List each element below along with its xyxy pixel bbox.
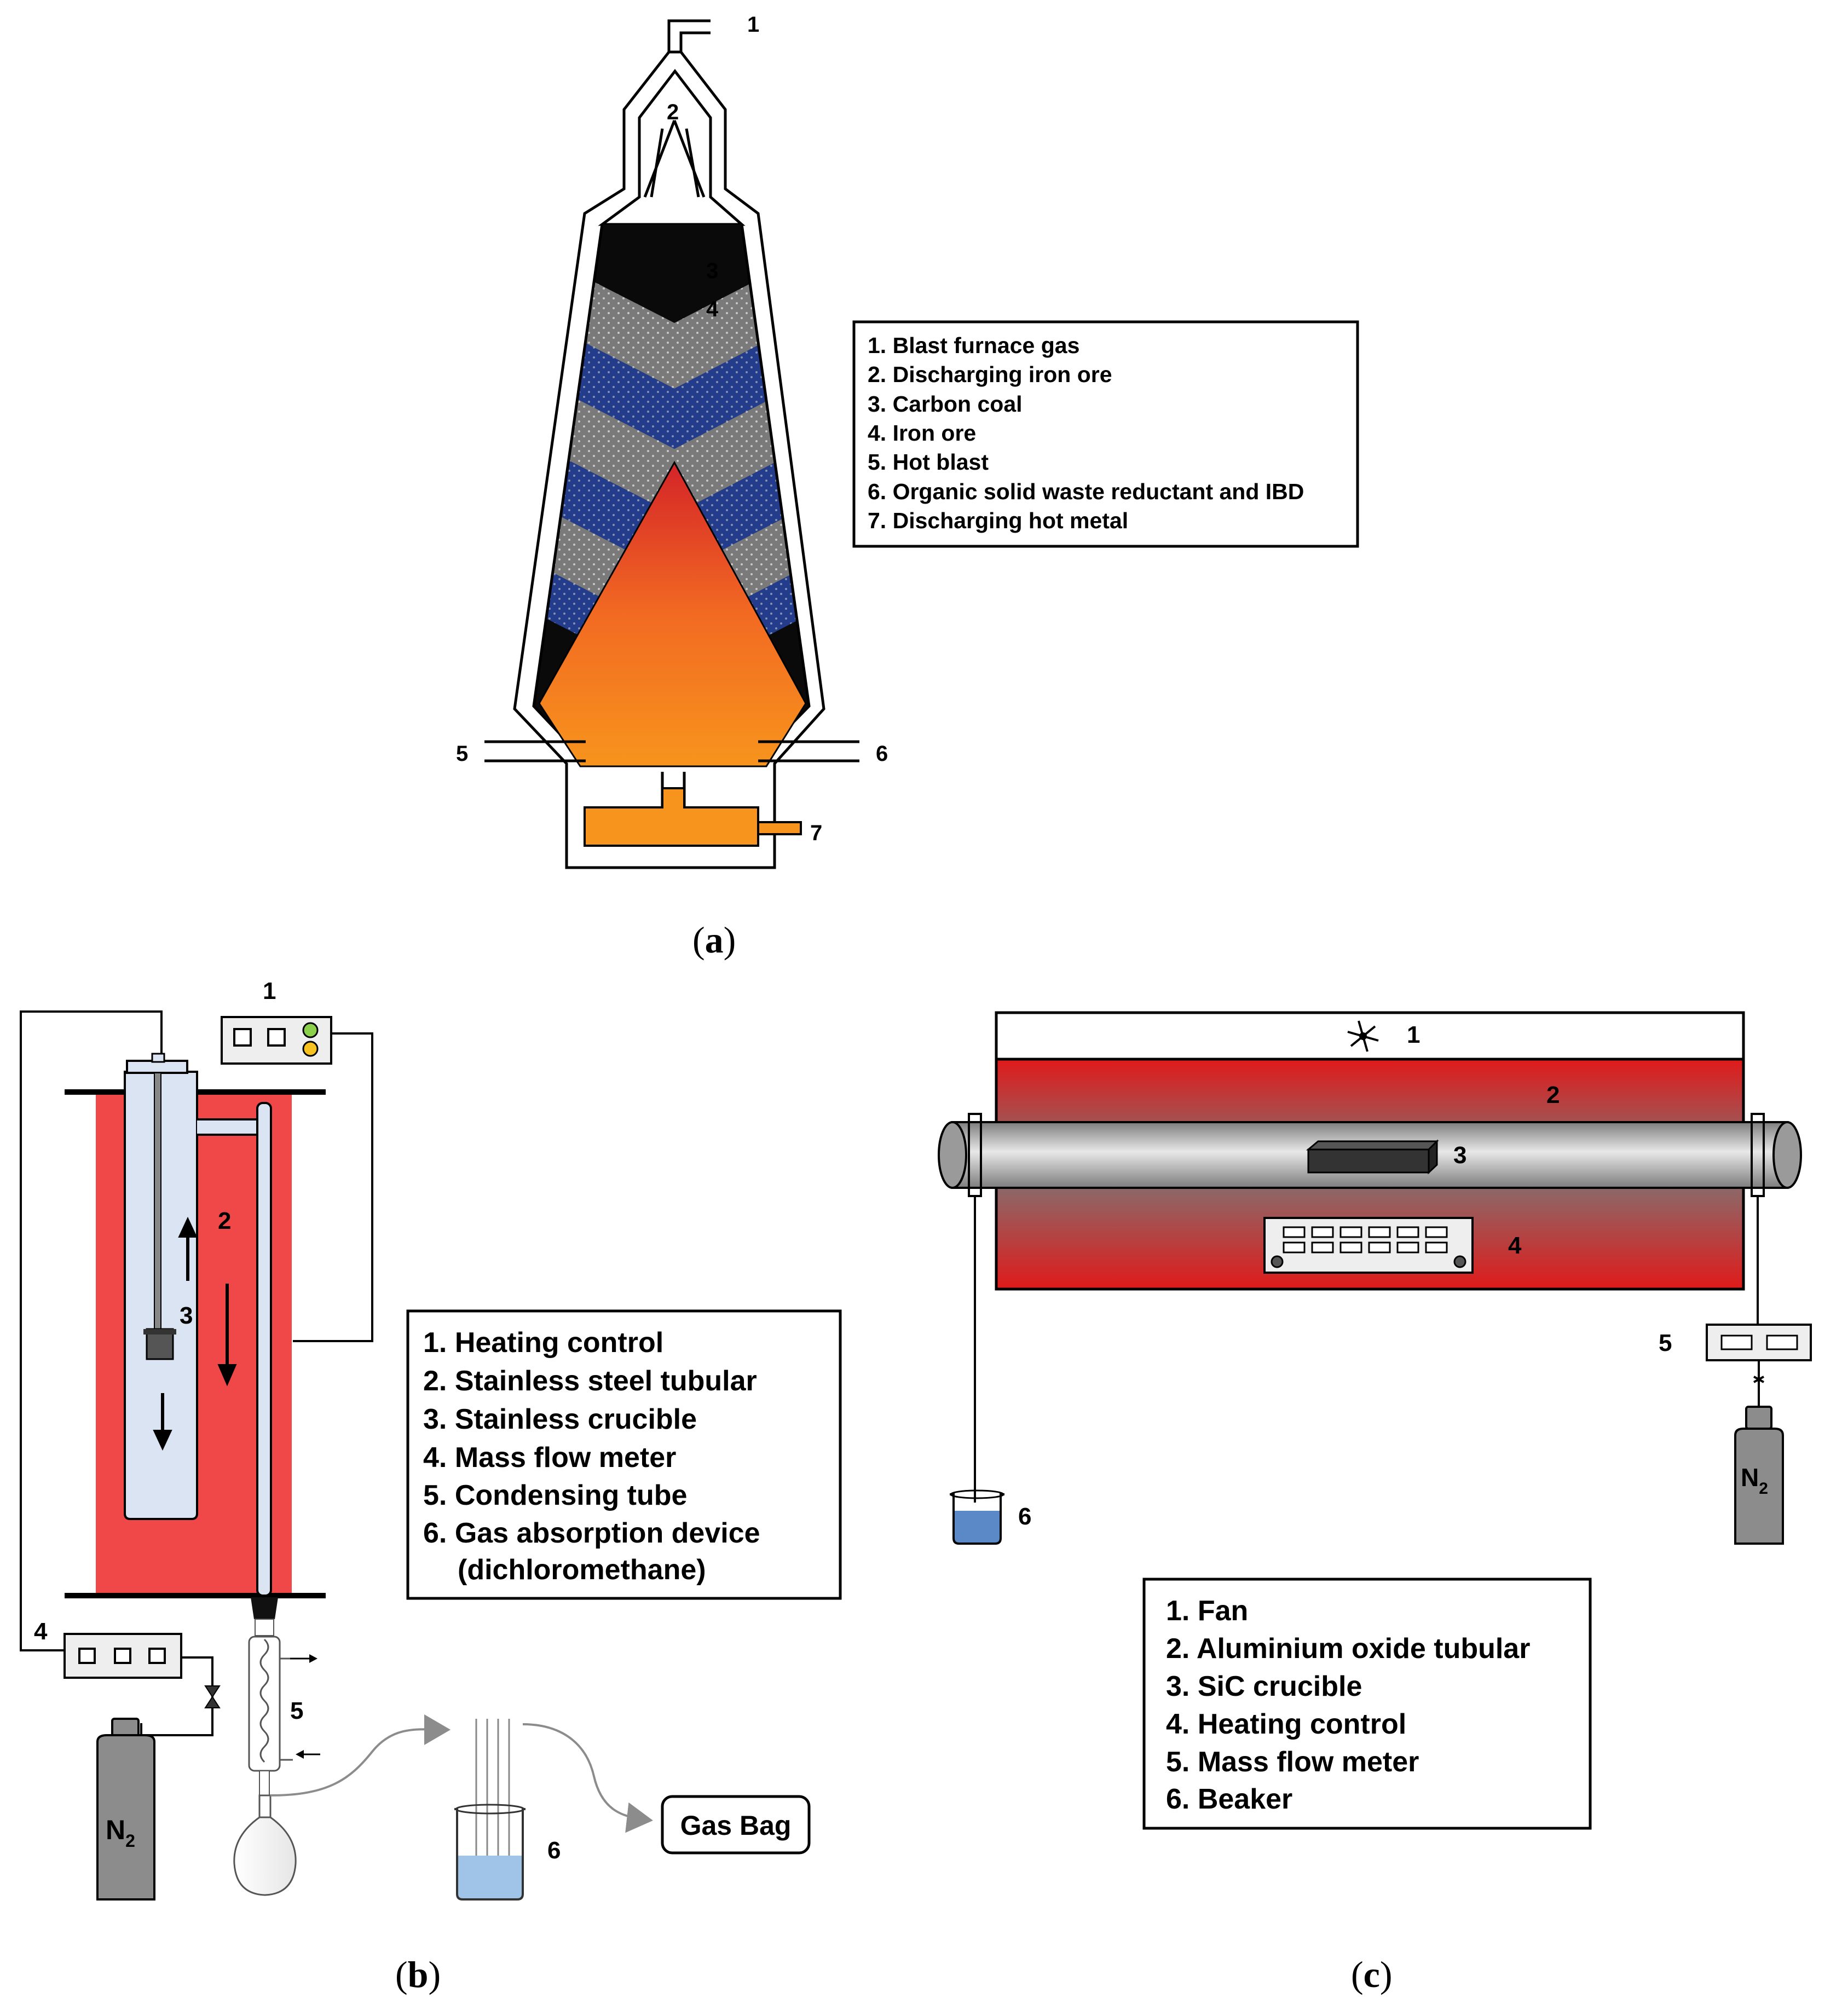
callout-c-1: 1	[1407, 1021, 1420, 1048]
callout-b-2: 2	[218, 1208, 231, 1234]
aluminium-oxide-tube	[938, 1113, 1802, 1197]
gas-line-to-bag	[522, 1723, 653, 1833]
caption-a: (a)	[692, 919, 736, 961]
fan-housing	[995, 1011, 1745, 1061]
legend-b-item-6: 6. Gas absorption device	[423, 1517, 760, 1549]
legend-b: 1. Heating control 2. Stainless steel tu…	[406, 1309, 842, 1600]
caption-c: (c)	[1351, 1954, 1393, 1995]
flame-zone	[538, 460, 807, 767]
legend-a-item-3: 3. Carbon coal	[868, 391, 1023, 417]
heating-control-panel	[1263, 1217, 1474, 1274]
callout-c-6: 6	[1018, 1503, 1031, 1530]
valve-c	[1753, 1376, 1764, 1383]
n2-label-c: N2	[1741, 1463, 1768, 1498]
panel-a: 1 2 3 4 5 6 7 1. Blast furnace gas 2. Di…	[456, 13, 1359, 961]
legend-c: 1. Fan 2. Aluminium oxide tubular 3. SiC…	[1142, 1578, 1592, 1830]
needle-valve	[204, 1685, 221, 1708]
legend-c-item-5: 5. Mass flow meter	[1166, 1746, 1419, 1778]
callout-a-4: 4	[706, 297, 719, 321]
condensing-tube	[248, 1619, 320, 1796]
hot-metal-hearth	[584, 787, 759, 847]
callout-a-6: 6	[876, 742, 888, 766]
receiving-flask	[233, 1794, 297, 1896]
callout-b-6: 6	[547, 1837, 561, 1864]
legend-a-item-4: 4. Iron ore	[868, 420, 976, 446]
legend-b-item-2: 2. Stainless steel tubular	[423, 1365, 757, 1397]
callout-b-1: 1	[263, 978, 276, 1004]
outlet-vertical-pipe	[256, 1102, 272, 1597]
beaker-c	[950, 1489, 1004, 1545]
legend-c-item-4: 4. Heating control	[1166, 1708, 1406, 1740]
callout-a-3: 3	[706, 259, 718, 283]
heating-control-box	[221, 1016, 332, 1065]
hot-blast-tuyere	[484, 740, 586, 763]
caption-b: (b)	[395, 1954, 441, 1995]
callout-a-7: 7	[810, 821, 822, 845]
callout-a-5: 5	[456, 742, 468, 766]
legend-a-item-1: 1. Blast furnace gas	[868, 333, 1079, 358]
fan-icon	[1347, 1020, 1379, 1052]
legend-a-item-6: 6. Organic solid waste reductant and IBD	[868, 479, 1304, 504]
n2-label-b: N2	[106, 1815, 135, 1851]
legend-b-item-1: 1. Heating control	[423, 1327, 663, 1359]
gas-flow-arrows	[153, 1216, 237, 1451]
callout-a-1: 1	[747, 13, 759, 37]
rubber-stopper	[251, 1597, 278, 1619]
legend-a: 1. Blast furnace gas 2. Discharging iron…	[852, 320, 1359, 548]
gas-line-to-absorber	[270, 1714, 451, 1797]
callout-b-5: 5	[290, 1697, 303, 1724]
mass-flow-meter-b	[63, 1633, 182, 1679]
legend-c-item-2: 2. Aluminium oxide tubular	[1166, 1633, 1530, 1665]
n2-cylinder-c: N2	[1734, 1406, 1784, 1545]
reductant-injection-tuyere	[758, 740, 859, 763]
legend-b-item-4: 4. Mass flow meter	[423, 1442, 676, 1474]
legend-b-item-6-cont: (dichloromethane)	[458, 1554, 706, 1586]
callout-c-3: 3	[1453, 1142, 1466, 1169]
legend-c-item-6: 6. Beaker	[1166, 1783, 1292, 1815]
legend-a-item-2: 2. Discharging iron ore	[868, 362, 1112, 387]
callout-b-4: 4	[34, 1618, 48, 1645]
callout-c-4: 4	[1508, 1232, 1522, 1259]
furnace-outer-shell	[513, 50, 825, 869]
gas-outlet-pipe	[667, 19, 711, 52]
tap-hole	[757, 821, 802, 835]
outlet-side-pipe	[197, 1118, 263, 1136]
legend-b-item-5: 5. Condensing tube	[423, 1480, 687, 1511]
legend-a-item-5: 5. Hot blast	[868, 449, 989, 475]
callout-c-2: 2	[1546, 1082, 1560, 1108]
crucible-rod	[154, 1072, 161, 1330]
sic-crucible	[1306, 1139, 1439, 1175]
callout-b-3: 3	[180, 1302, 193, 1329]
mass-flow-meter-c	[1706, 1324, 1812, 1361]
legend-a-item-7: 7. Discharging hot metal	[868, 508, 1128, 533]
wire-control-left	[20, 1010, 163, 1651]
wire-control-right	[293, 1032, 373, 1342]
callout-a-2: 2	[667, 100, 679, 124]
legend-c-item-3: 3. SiC crucible	[1166, 1671, 1362, 1702]
n2-cylinder-b: N2	[96, 1718, 155, 1901]
gas-absorption-beaker	[454, 1719, 526, 1901]
n2-supply-line	[140, 1656, 213, 1736]
legend-c-item-1: 1. Fan	[1166, 1595, 1248, 1627]
gas-bag-label: Gas Bag	[680, 1810, 792, 1841]
callout-c-5: 5	[1659, 1330, 1672, 1356]
iron-ore-bell	[643, 120, 706, 198]
panel-b: Gas Bag N2 1 2 3 4 5 6 1. Heating contro…	[20, 978, 842, 1995]
panel-c: N2 1 2 3 4 5 6 1. Fan 2. Aluminium oxide…	[938, 1011, 1812, 1995]
legend-b-item-3: 3. Stainless crucible	[423, 1403, 697, 1435]
gas-bag: Gas Bag	[661, 1795, 811, 1855]
